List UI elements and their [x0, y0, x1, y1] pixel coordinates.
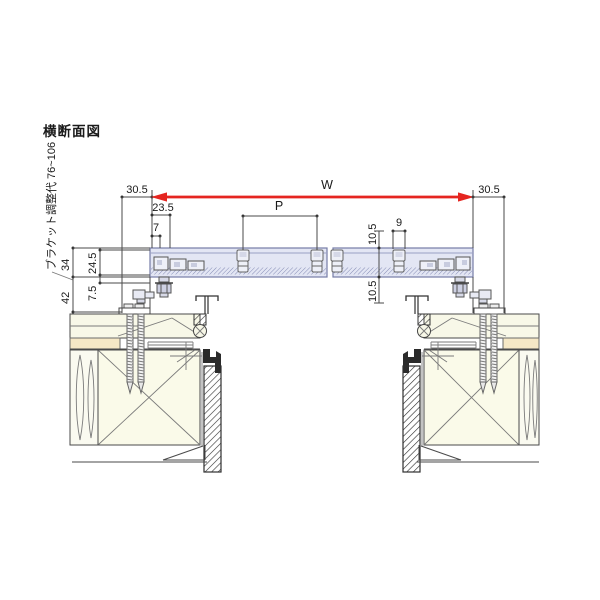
- left-center-mark: [170, 342, 202, 370]
- dim-w-label: W: [321, 178, 333, 192]
- page-title: 横断面図: [43, 123, 101, 139]
- left-wall-section: [69, 295, 222, 473]
- right-center-mark: [422, 342, 454, 370]
- right-window-frame-hatch: [402, 365, 421, 473]
- dim-w-arrow-right: [458, 192, 474, 202]
- dim-clip-width: 9: [396, 217, 402, 229]
- bolt: [454, 276, 466, 283]
- rail-clip: [330, 249, 344, 273]
- left-window-frame-hatch: [203, 365, 222, 473]
- right-fixing-screws: [473, 303, 506, 395]
- dim-body-height: 24.5: [87, 253, 99, 274]
- wood-grain: [532, 359, 538, 439]
- screw-plate: [118, 307, 151, 315]
- dim-end-gap: 7: [153, 222, 159, 234]
- left-wall-base: [72, 445, 207, 463]
- rail-clip: [236, 249, 250, 273]
- rail-assembly: [132, 247, 492, 313]
- left-wood-stud: [69, 349, 99, 446]
- dim-bracket-inset: 23.5: [152, 202, 173, 214]
- dim-flange-height: 7.5: [87, 286, 99, 301]
- wood-grain: [523, 354, 531, 441]
- left-packing-hatch: [193, 313, 207, 326]
- right-wall-section: [402, 295, 540, 473]
- dim-total-drop: 42: [60, 292, 72, 304]
- rail-clips: [236, 249, 406, 273]
- screw-tip: [137, 381, 145, 395]
- left-upstand-trim: [195, 295, 219, 314]
- dim-right-offset: 30.5: [478, 184, 499, 196]
- rail-clip: [392, 249, 406, 273]
- right-wood-strip: [502, 337, 540, 350]
- wood-grain: [87, 359, 95, 439]
- screw-tip: [490, 381, 498, 395]
- right-wall-base: [417, 445, 539, 463]
- rail-clip: [310, 249, 324, 273]
- rail-right-end-bracket: [419, 256, 471, 298]
- dim-w-arrow-left: [151, 192, 167, 202]
- hex-nut: [452, 283, 468, 294]
- rail-left-end-bracket: [153, 256, 205, 298]
- callout-leader-line: [51, 271, 74, 281]
- dimension-annotations: 30.5 W 30.5 23.5 7 P 9: [60, 178, 506, 314]
- hex-nut: [156, 283, 172, 294]
- dim-lower-clearance: 10.5: [367, 281, 379, 302]
- left-wood-strip: [69, 337, 121, 350]
- screw-plate: [473, 307, 506, 315]
- dim-rail-height: 34: [60, 259, 72, 271]
- left-fixing-screws: [118, 303, 151, 395]
- screw-tip: [126, 381, 134, 395]
- wood-grain: [75, 354, 85, 441]
- right-upstand-trim: [405, 295, 429, 314]
- right-mount-bracket: [469, 277, 492, 313]
- dim-pitch: P: [275, 199, 283, 213]
- dim-left-offset: 30.5: [126, 184, 147, 196]
- bracket-adjustment-label: ブラケット調整代 76~106: [44, 142, 58, 270]
- screw-tip: [479, 381, 487, 395]
- right-packing-hatch: [417, 313, 431, 326]
- bolt: [158, 276, 170, 283]
- bracket-adjustment-callout: ブラケット調整代 76~106: [44, 142, 74, 281]
- dim-upper-clearance: 10.5: [367, 224, 379, 245]
